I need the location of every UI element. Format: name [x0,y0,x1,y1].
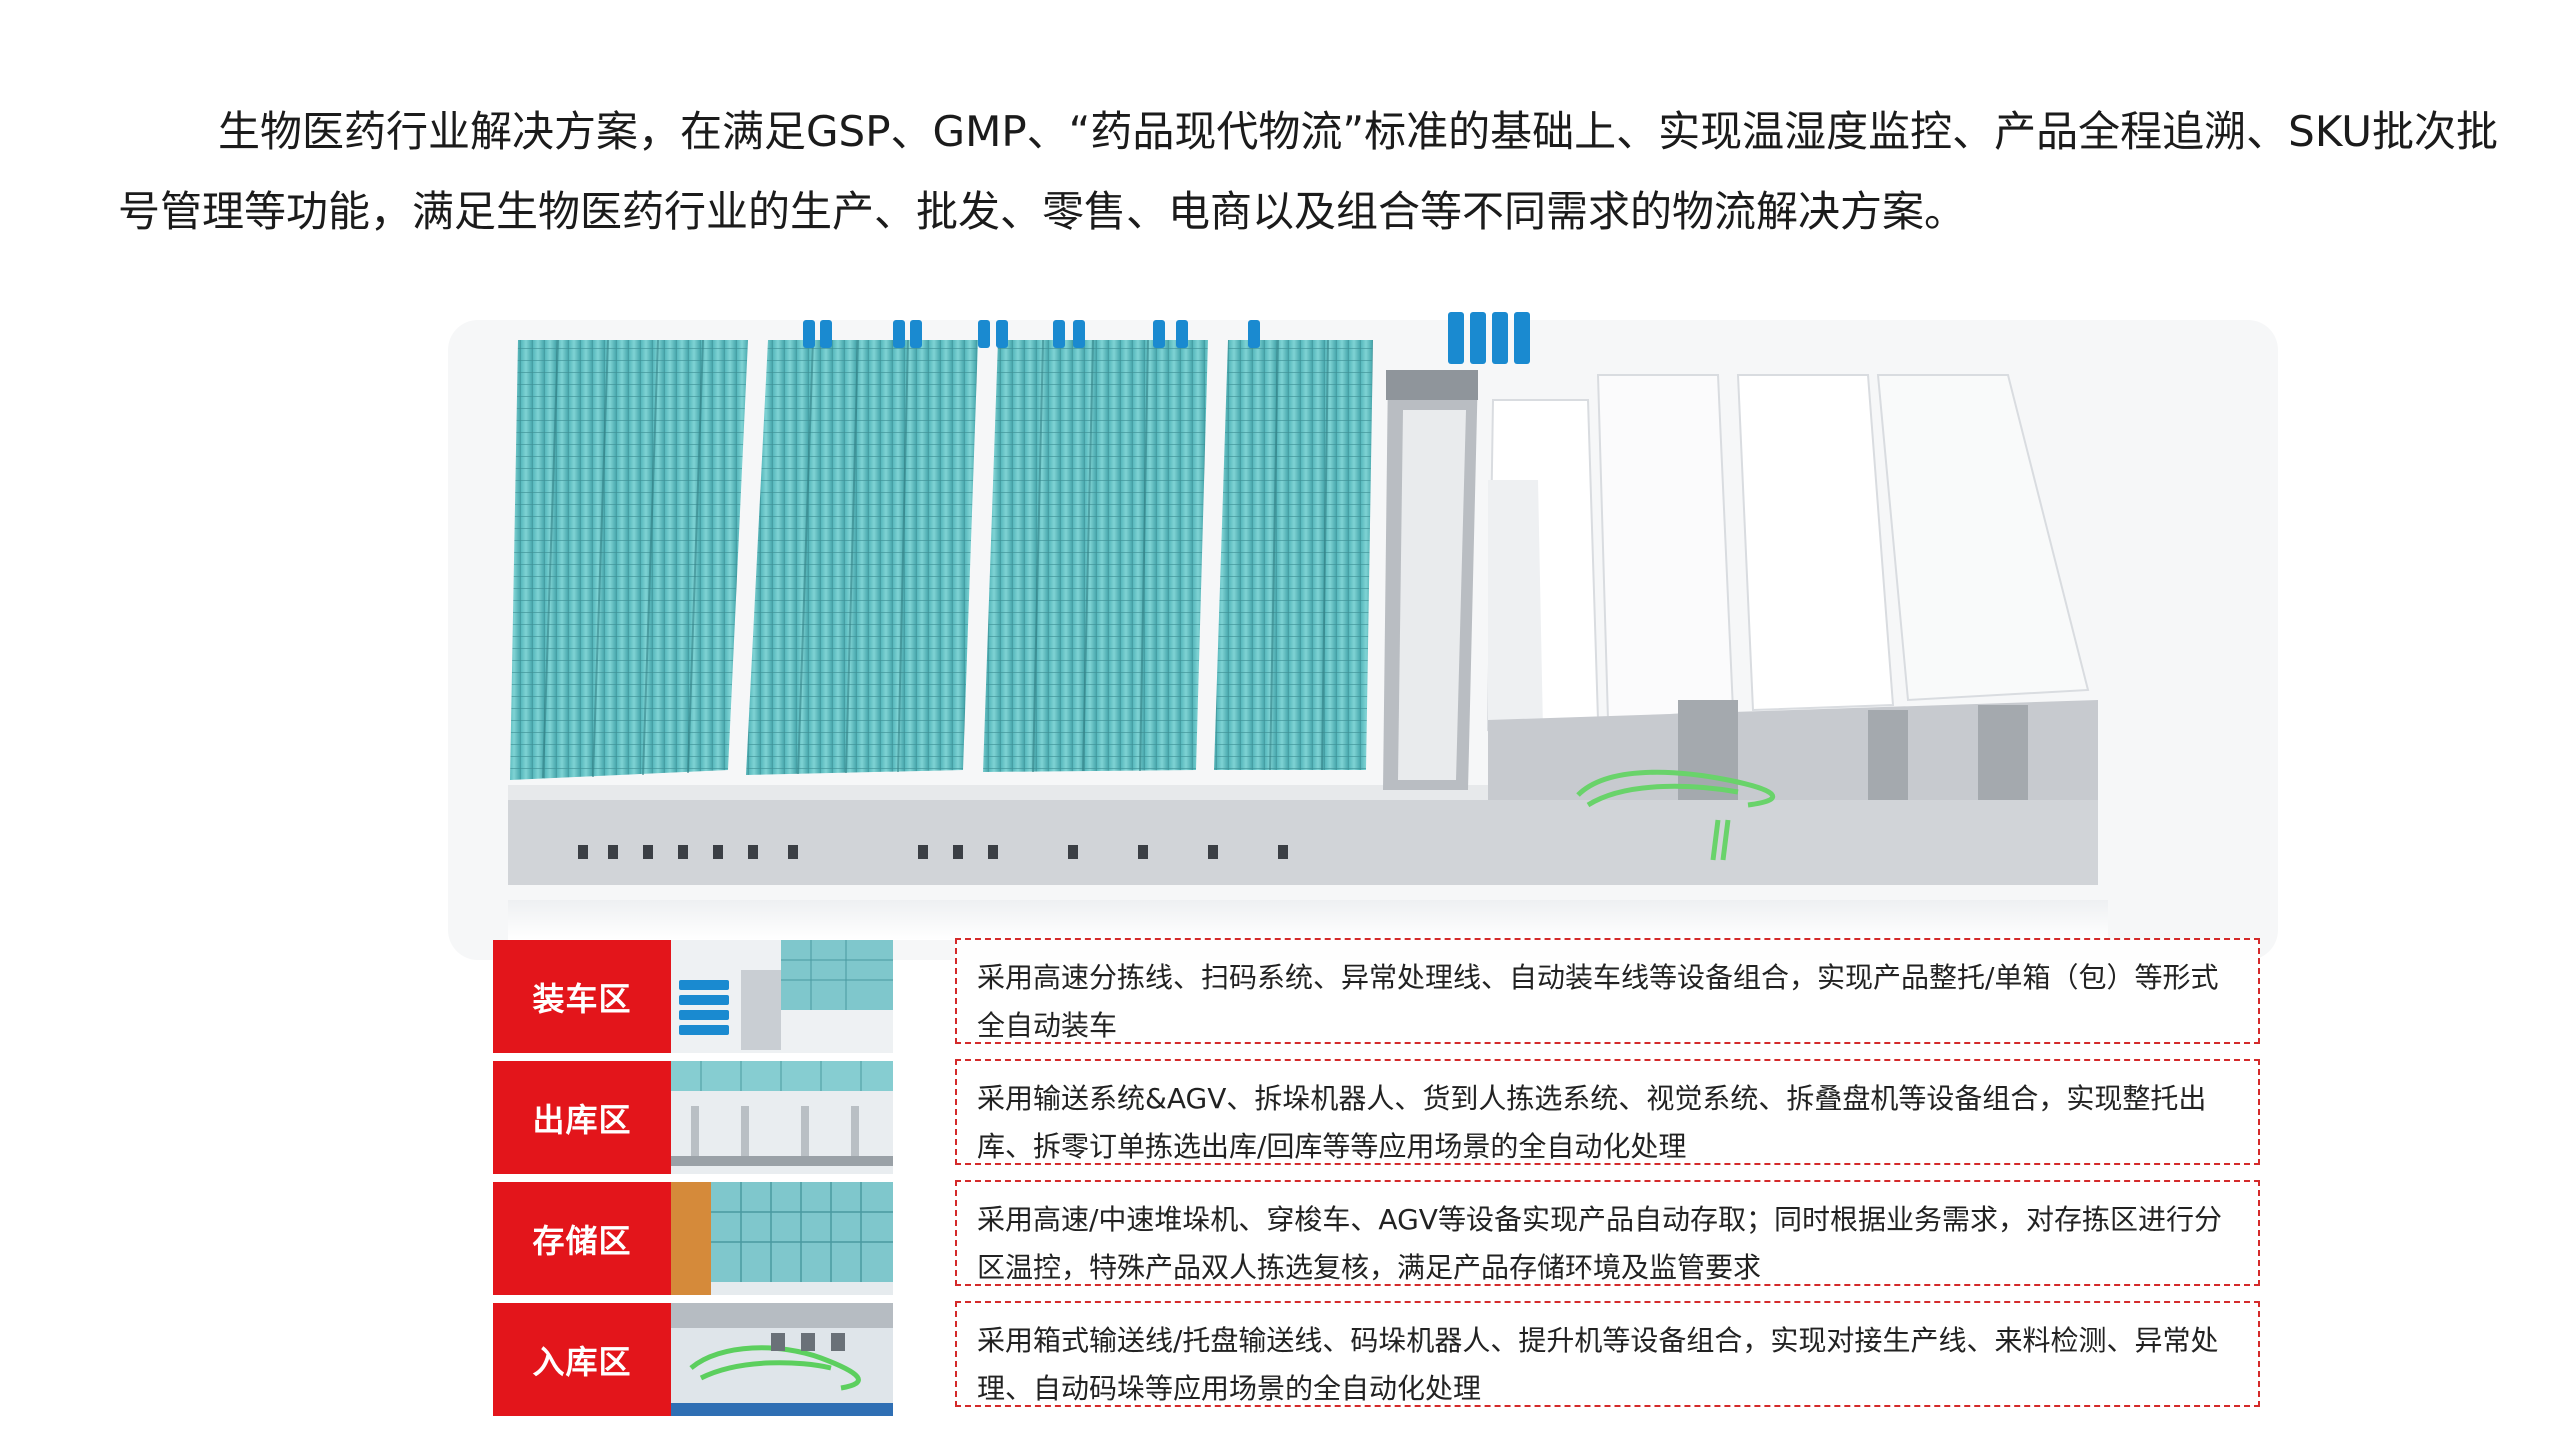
zone-description: 采用高速/中速堆垛机、穿梭车、AGV等设备实现产品自动存取；同时根据业务需求，对… [955,1180,2260,1286]
zone-label: 出库区 [493,1061,671,1174]
loading-trucks-thumbnail [671,940,893,1053]
zone-label: 装车区 [493,940,671,1053]
zone-description: 采用高速分拣线、扫码系统、异常处理线、自动装车线等设备组合，实现产品整托/单箱（… [955,938,2260,1044]
base-windows [578,845,1288,859]
warehouse-illustration [448,300,2278,960]
rack-block-4 [1214,340,1373,770]
zone-row-inbound: 入库区 采用箱式输送线/托盘输送线、码垛机器人、提升机等设备组合，实现对接生产线… [493,1301,2278,1416]
zone-label: 存储区 [493,1182,671,1295]
rack-block-1 [510,340,748,780]
truck-row-right [1448,312,1530,364]
zone-row-storage: 存储区 采用高速/中速堆垛机、穿梭车、AGV等设备实现产品自动存取；同时根据业务… [493,1180,2278,1295]
zone-row-loading: 装车区 采用高速分拣线、扫码系统、异常处理线、自动装车线等设备组合，实现产品整托… [493,938,2278,1053]
outbound-conveyor-thumbnail [671,1061,893,1174]
zone-row-outbound: 出库区 采用输送系统&AGV、拆垛机器人、货到人拣选系统、视觉系统、拆叠盘机等设… [493,1059,2278,1174]
storage-racks-thumbnail [671,1182,893,1295]
zone-description: 采用箱式输送线/托盘输送线、码垛机器人、提升机等设备组合，实现对接生产线、来料检… [955,1301,2260,1407]
white-block-3 [1736,374,1895,712]
zone-description: 采用输送系统&AGV、拆垛机器人、货到人拣选系统、视觉系统、拆叠盘机等设备组合，… [955,1059,2260,1165]
rack-block-3 [983,340,1208,772]
green-conveyor [1576,769,1775,861]
white-block-2 [1596,374,1735,722]
base-wall [508,800,2098,885]
white-block-4 [1876,374,2090,702]
intro-paragraph: 生物医药行业解决方案，在满足GSP、GMP、“药品现代物流”标准的基础上、实现温… [118,107,2498,236]
truck-row-left [803,320,1260,348]
zone-label: 入库区 [493,1303,671,1416]
warehouse-svg [448,312,2278,960]
inbound-conveyor-thumbnail [671,1303,893,1416]
rack-block-2 [746,340,978,775]
